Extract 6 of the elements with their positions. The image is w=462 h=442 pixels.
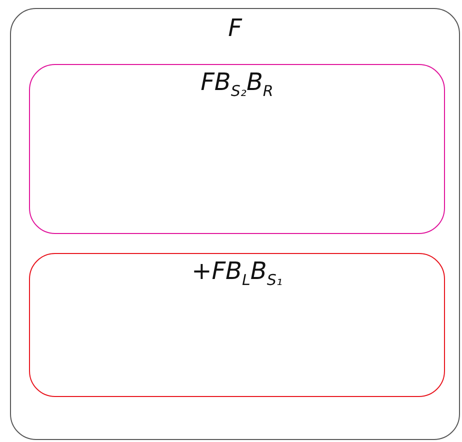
rounded-box — [10, 8, 460, 440]
rounded-box — [29, 253, 445, 397]
box-title: F — [227, 15, 244, 42]
box-title: +FB$_{L}$B$_{S₁}$ — [190, 258, 284, 288]
box-title: FB$_{S₂}$B$_{R}$ — [200, 69, 274, 100]
rounded-box — [29, 64, 445, 234]
